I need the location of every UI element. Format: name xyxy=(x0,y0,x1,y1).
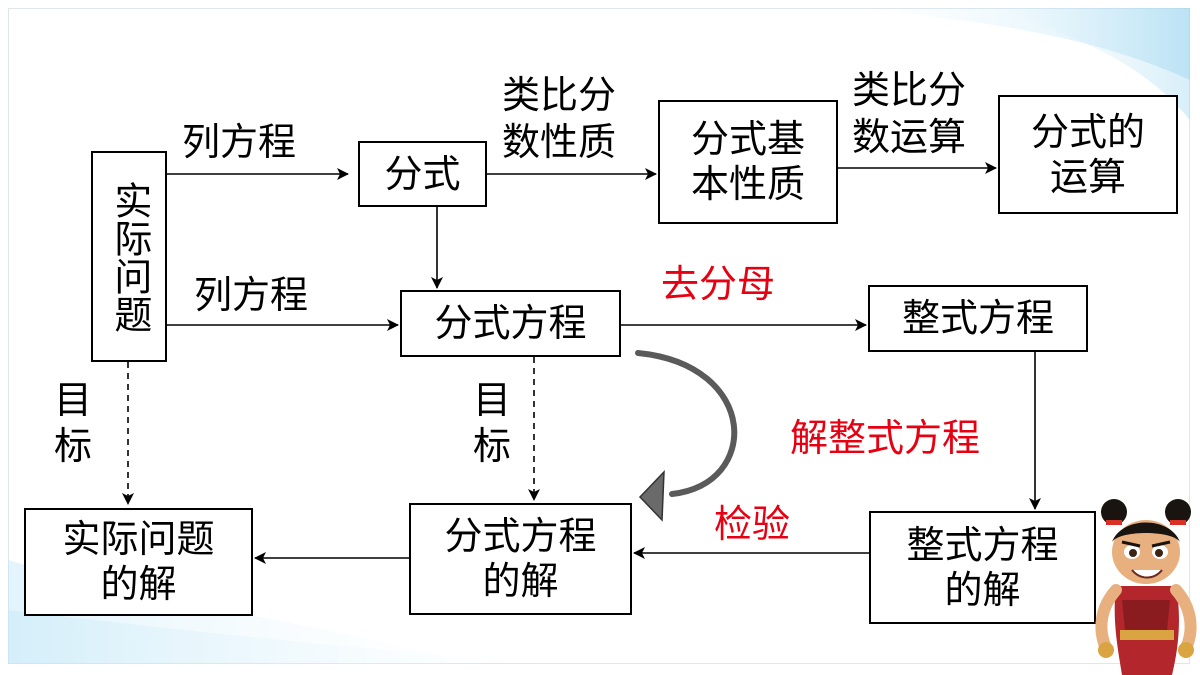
analogy-fraction-operation-label: 类比分 数运算 xyxy=(852,68,967,159)
real-problem-solution-box: 实际问题 的解 xyxy=(24,508,253,616)
list-equation-top-label: 列方程 xyxy=(182,120,297,164)
solve-integral-equation-label: 解整式方程 xyxy=(790,416,981,460)
curved-arrow xyxy=(635,350,738,497)
fraction-box: 分式 xyxy=(358,141,487,207)
remove-denominator-label: 去分母 xyxy=(661,262,776,306)
integral-equation-solution-box: 整式方程 的解 xyxy=(869,511,1096,624)
cartoon-character-icon xyxy=(1095,499,1197,675)
integral-equation-box: 整式方程 xyxy=(868,285,1088,352)
goal-mid-label: 目 标 xyxy=(473,378,512,469)
fraction-basic-property-box: 分式基 本性质 xyxy=(658,100,838,224)
fractional-equation-box: 分式方程 xyxy=(400,290,621,357)
list-equation-mid-label: 列方程 xyxy=(194,273,309,317)
goal-left-label: 目 标 xyxy=(54,378,93,469)
curved-arrow-head xyxy=(638,470,665,522)
real-problem-box: 实际问题 xyxy=(91,151,167,362)
check-label: 检验 xyxy=(714,502,791,546)
analogy-fraction-property-label: 类比分 数性质 xyxy=(502,73,617,164)
fractional-equation-solution-box: 分式方程 的解 xyxy=(409,503,632,615)
fraction-operations-box: 分式的 运算 xyxy=(998,95,1178,214)
